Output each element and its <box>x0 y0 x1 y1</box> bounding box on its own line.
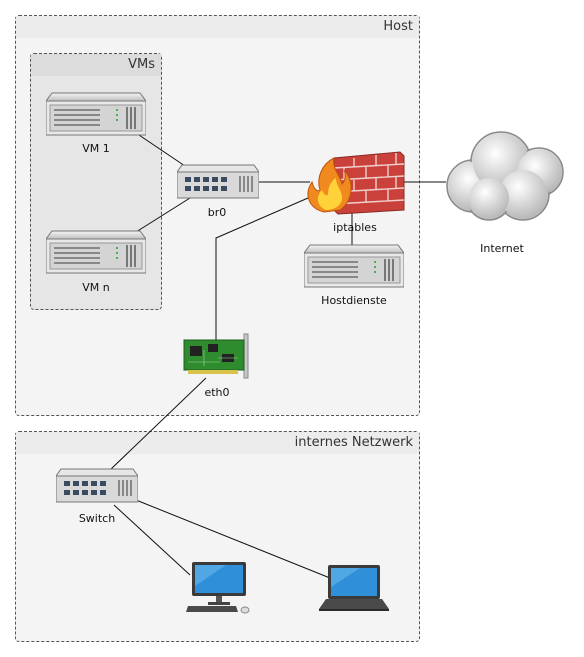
hostdienste-label: Hostdienste <box>321 294 387 307</box>
vms-group-title: VMs <box>31 54 161 76</box>
br0-network-switch-icon <box>177 164 259 199</box>
iptables-label: iptables <box>333 221 377 234</box>
link-switch-laptop <box>135 499 331 579</box>
desktop-computer-icon <box>186 562 250 614</box>
switch-network-switch-icon <box>56 468 138 503</box>
link-eth0-switch <box>109 377 207 471</box>
eth0-label: eth0 <box>204 386 230 399</box>
laptop-icon <box>319 565 389 611</box>
host-group-title: Host <box>16 16 419 38</box>
link-vmn-br0 <box>135 197 191 233</box>
br0-label: br0 <box>207 206 227 219</box>
vm1-server-icon <box>46 92 146 136</box>
link-vm1-br0 <box>135 132 189 169</box>
vm1-label: VM 1 <box>82 142 110 155</box>
iptables-firewall-icon <box>307 151 405 215</box>
link-switch-desktop <box>113 504 191 576</box>
internal-network-group-title: internes Netzwerk <box>16 432 419 454</box>
switch-label: Switch <box>78 512 116 525</box>
hostdienste-server-icon <box>304 244 404 288</box>
eth0-network-card-icon <box>183 333 249 379</box>
link-iptables-eth0 <box>215 197 309 340</box>
vmn-server-icon <box>46 230 146 274</box>
internet-cloud-icon <box>446 131 564 221</box>
internet-label: Internet <box>480 242 524 255</box>
vmn-label: VM n <box>82 281 110 294</box>
